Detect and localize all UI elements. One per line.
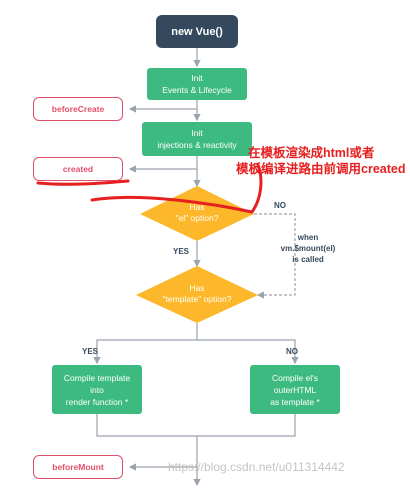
annotation-line-1: 在模板渲染成html或者 xyxy=(248,146,375,160)
connector-merge xyxy=(96,414,296,437)
connector-no-mount xyxy=(254,213,296,299)
decision-has-el-shape xyxy=(140,186,254,241)
edge-label-yes-2: YES xyxy=(82,347,99,356)
decision-has-template-label: Has "template" option? xyxy=(162,283,232,304)
decision-has-template-shape xyxy=(136,266,258,323)
annotation-underline xyxy=(36,179,130,186)
node-new-vue: new Vue() xyxy=(156,15,238,48)
connector-no-branch xyxy=(197,339,299,365)
annotation-line-2: 模板编译进路由前调用created xyxy=(236,162,406,176)
node-init-injections: Init injections & reactivity xyxy=(142,122,252,156)
edge-label-no-2: NO xyxy=(286,347,298,356)
edge-label-when-mount: when vm.$mount(el) is called xyxy=(280,233,336,264)
edge-label-yes-1: YES xyxy=(173,247,190,256)
node-compile-template: Compile template into render function * xyxy=(52,365,142,414)
decision-has-el-label: Has "el" option? xyxy=(175,202,219,223)
node-init-events: Init Events & Lifecycle xyxy=(147,68,247,100)
hook-created: created xyxy=(33,157,123,181)
hook-before-create: beforeCreate xyxy=(33,97,123,121)
hook-before-mount: beforeMount xyxy=(33,455,123,479)
connector-yes-branch xyxy=(93,323,198,365)
watermark: https://blog.csdn.net/u011314442 xyxy=(168,460,345,474)
annotation-curve xyxy=(90,163,263,214)
node-compile-el: Compile el's outerHTML as template * xyxy=(250,365,340,414)
edge-label-no-1: NO xyxy=(274,201,286,210)
